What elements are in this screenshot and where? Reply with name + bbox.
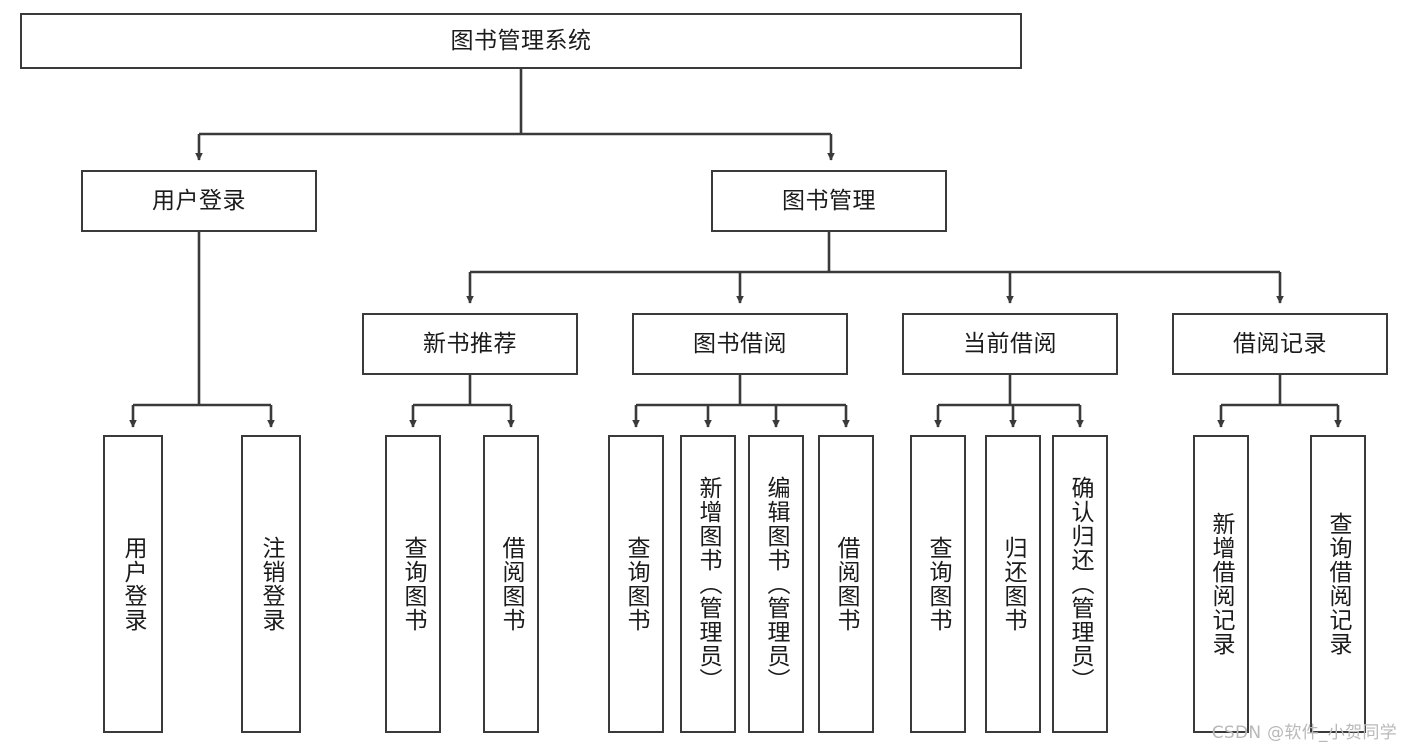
node-label: 借阅图书 (498, 536, 525, 632)
node-label: 用户登录 (152, 187, 246, 214)
leaf-logout[interactable]: 注销登录 (241, 435, 301, 733)
leaf-query-book-borrow[interactable]: 查询图书 (608, 435, 664, 733)
leaf-edit-book-admin[interactable]: 编辑图书（管理员） (748, 435, 804, 733)
node-label: 查询图书 (623, 536, 650, 632)
node-label: 查询借阅记录 (1325, 512, 1352, 656)
leaf-query-book-recommend[interactable]: 查询图书 (385, 435, 441, 733)
node-label: 查询图书 (925, 536, 952, 632)
node-label: 图书管理系统 (450, 27, 592, 54)
node-new-book-recommend[interactable]: 新书推荐 (362, 313, 578, 375)
node-user-login[interactable]: 用户登录 (81, 170, 317, 232)
node-current-borrow[interactable]: 当前借阅 (902, 313, 1118, 375)
node-label: 图书管理 (782, 187, 876, 214)
node-label: 图书借阅 (693, 330, 787, 357)
node-label: 查询图书 (400, 536, 427, 632)
node-root-system[interactable]: 图书管理系统 (20, 13, 1022, 69)
node-label: 编辑图书（管理员） (763, 476, 790, 692)
csdn-watermark: CSDN @软件_小贺同学 (1211, 723, 1397, 743)
node-label: 新书推荐 (423, 330, 517, 357)
leaf-borrow-book[interactable]: 借阅图书 (818, 435, 874, 733)
node-label: 新增借阅记录 (1208, 512, 1235, 656)
node-label: 注销登录 (258, 536, 285, 632)
leaf-borrow-book-recommend[interactable]: 借阅图书 (483, 435, 539, 733)
leaf-add-borrow-record[interactable]: 新增借阅记录 (1193, 435, 1249, 733)
leaf-query-borrow-record[interactable]: 查询借阅记录 (1310, 435, 1366, 733)
node-label: 用户登录 (120, 536, 147, 632)
node-book-management[interactable]: 图书管理 (711, 170, 947, 232)
node-book-borrow[interactable]: 图书借阅 (632, 313, 848, 375)
node-borrow-record[interactable]: 借阅记录 (1172, 313, 1388, 375)
leaf-confirm-return-admin[interactable]: 确认归还（管理员） (1052, 435, 1108, 733)
node-label: 当前借阅 (963, 330, 1057, 357)
node-label: 借阅图书 (833, 536, 860, 632)
node-label: 新增图书（管理员） (695, 476, 722, 692)
leaf-query-book-current[interactable]: 查询图书 (910, 435, 966, 733)
node-label: 确认归还（管理员） (1067, 476, 1094, 692)
leaf-return-book[interactable]: 归还图书 (985, 435, 1041, 733)
leaf-user-login[interactable]: 用户登录 (103, 435, 163, 733)
node-label: 归还图书 (1000, 536, 1027, 632)
leaf-add-book-admin[interactable]: 新增图书（管理员） (680, 435, 736, 733)
node-label: 借阅记录 (1233, 330, 1327, 357)
